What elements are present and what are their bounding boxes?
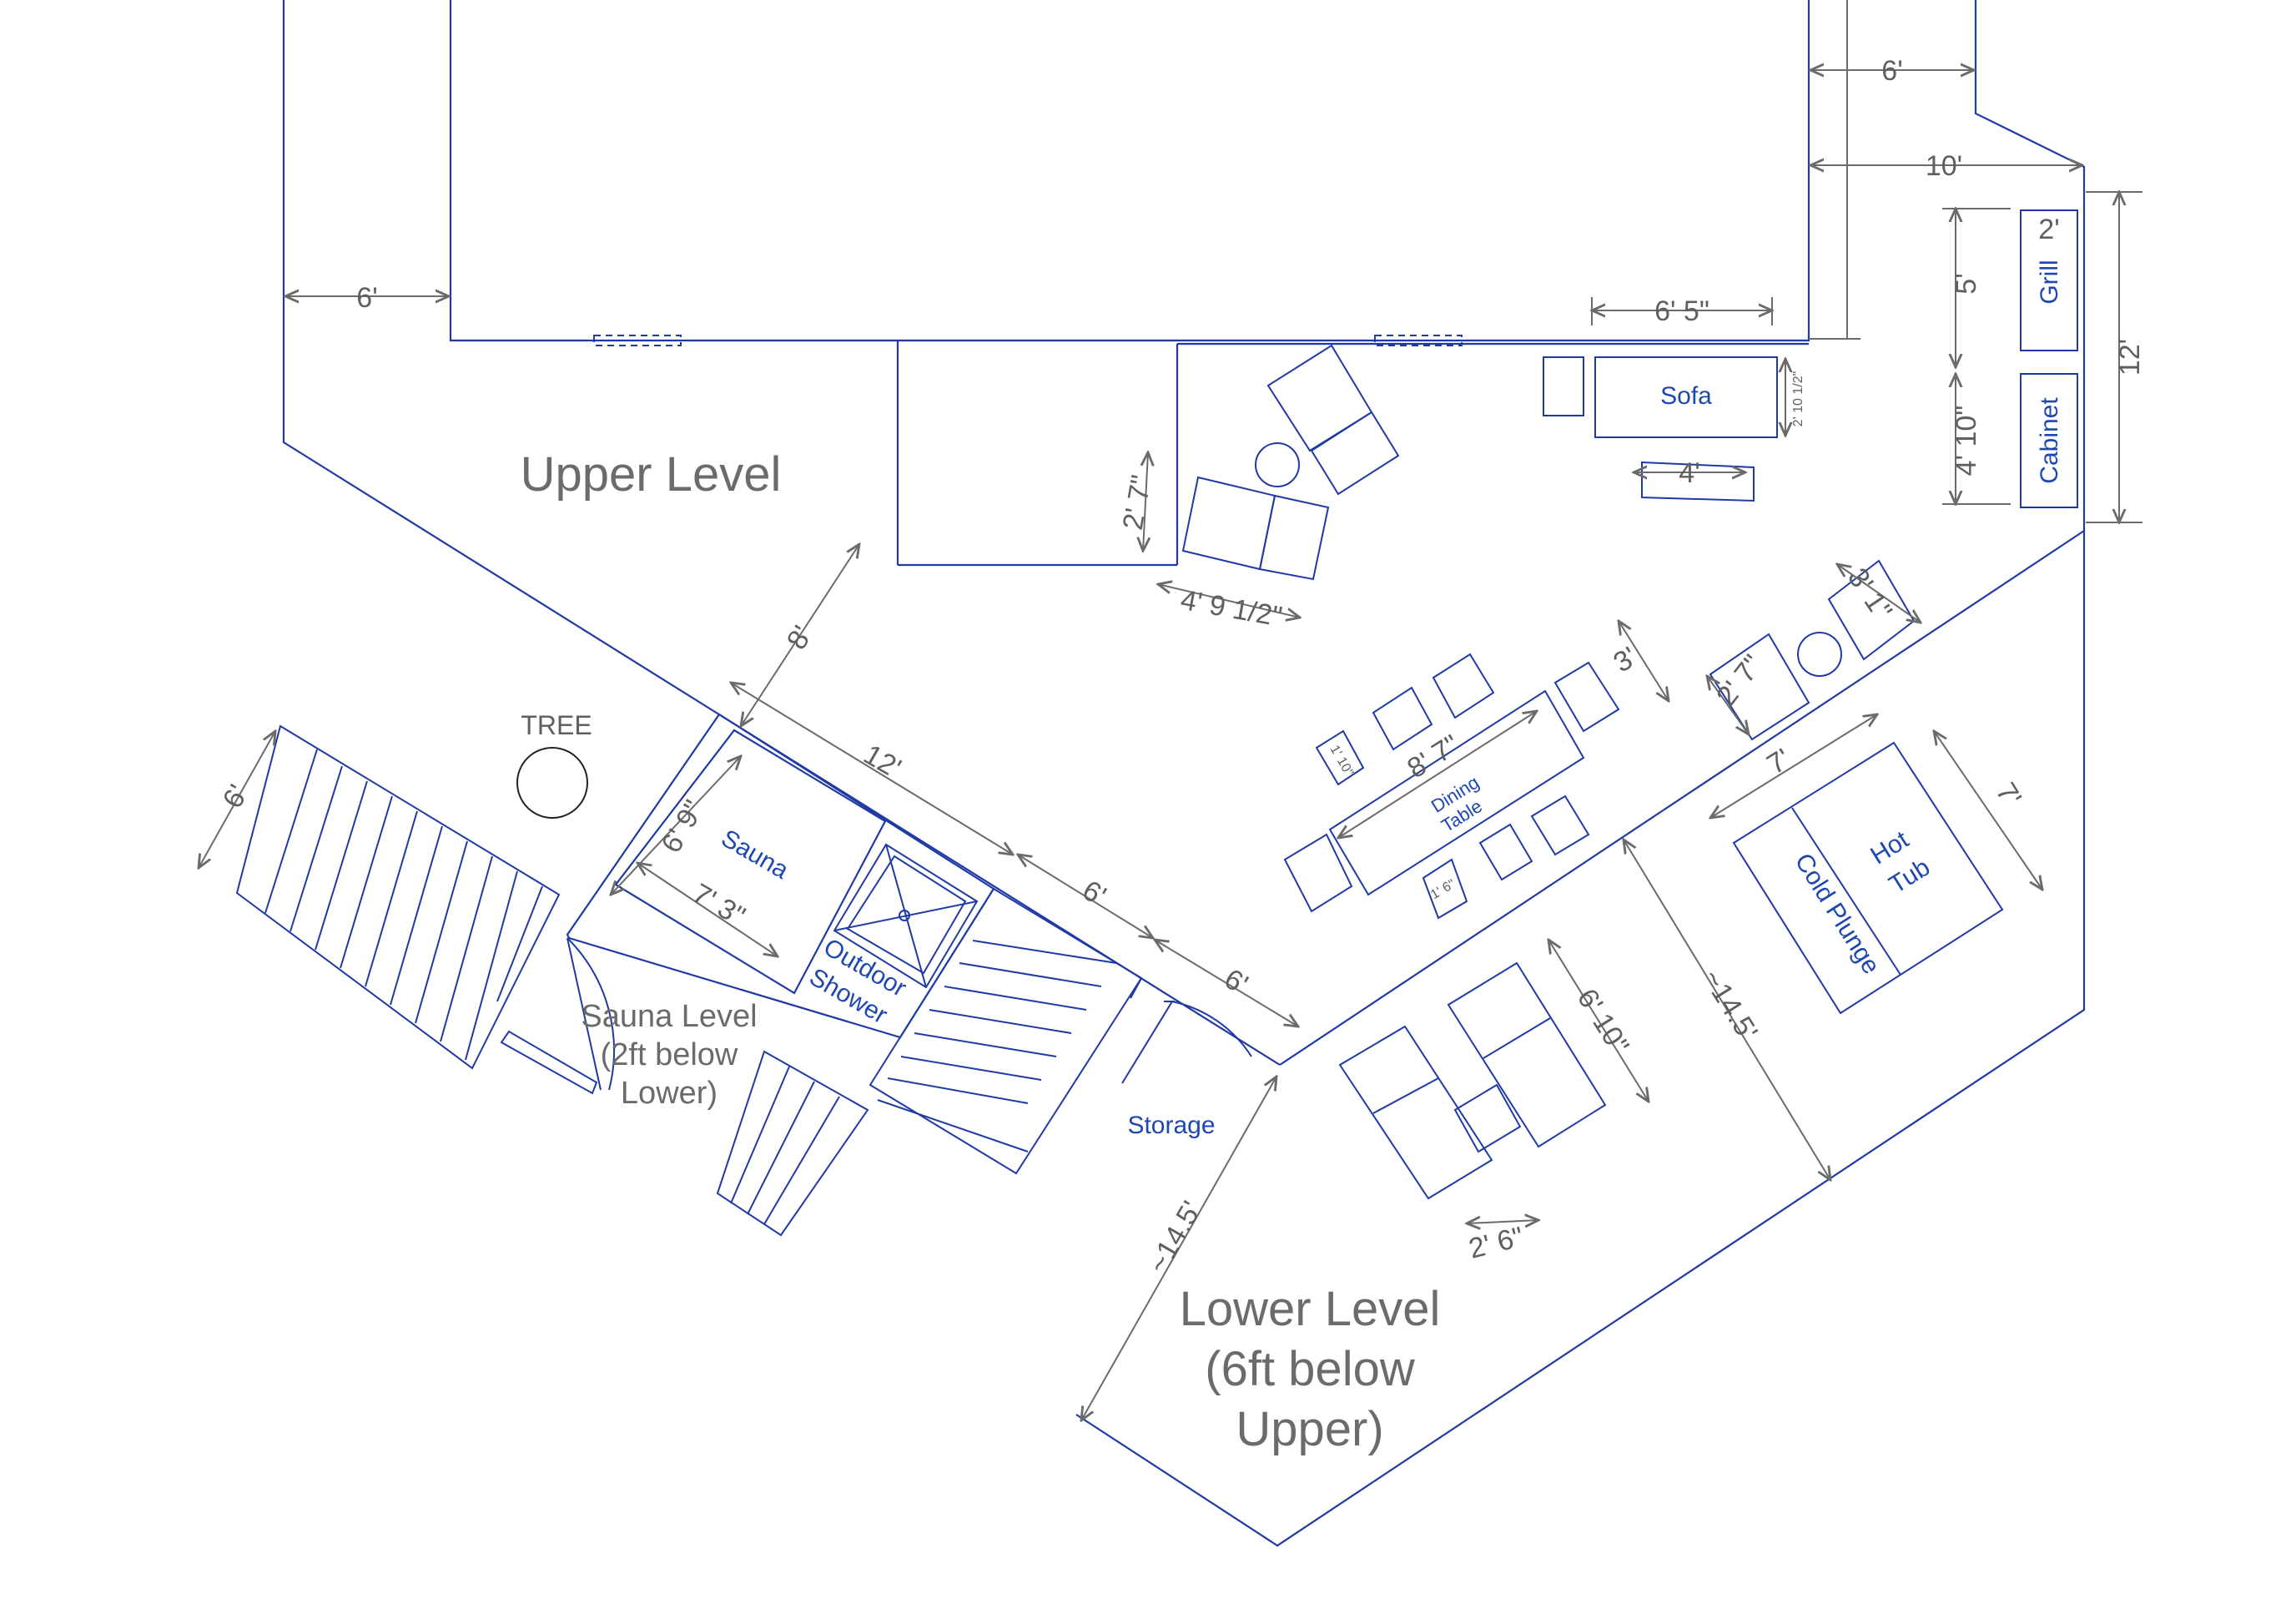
cabinet-label: Cabinet [2036,397,2063,484]
dim-sofa-depth: 2' 10 1/2" [1791,371,1805,427]
lower-level-label-2: (6ft below [1205,1342,1416,1396]
dim-sauna-7-3: 7' 3" [687,878,750,933]
tree [516,747,588,819]
dim-top-6: 6' [1881,55,1902,87]
tree-label: TREE [521,710,592,740]
dim-chair-2-7: 2' 7" [1117,472,1158,532]
dim-shower-6: 6' [1077,875,1111,913]
upper-furniture [1181,209,2078,581]
dim-sofa-width: 6' 5" [1654,295,1709,327]
lower-level-label-1: Lower Level [1180,1282,1441,1336]
dim-lower-14-5: ~14.5' [1142,1196,1208,1279]
sauna-label: Sauna [717,825,793,885]
dim-dining-3: 3' [1608,641,1643,679]
grill-label: Grill [2036,260,2063,304]
dim-left-6: 6' [356,282,377,314]
house-outline [449,0,1810,567]
dim-lounge-2-7: 2' 7" [1710,649,1769,712]
stairs-bottom [716,1050,869,1237]
dim-lounge-3-1: 3' 1" [1841,562,1898,626]
dim-walk-8: 8' [781,620,819,655]
dim-sofa-table: 4' [1679,457,1699,489]
dim-sauna-6-9: 6' 9" [656,794,711,858]
cold-plunge-label: Cold Plunge [1790,849,1886,979]
dim-sauna-12: 12' [858,739,906,784]
dim-right-12: 12' [2114,339,2146,376]
dim-chair-1-6: 1' 6" [1428,877,1458,902]
stairs-center [869,887,1143,1175]
sofa-label: Sofa [1660,382,1712,410]
dim-stairs-6: 6' [217,779,255,814]
sauna-level-label-1: Sauna Level [581,999,757,1034]
dim-lounger-2-6: 2' 6" [1466,1221,1527,1265]
dim-grill-h: 5' [1951,273,1982,294]
dim-tub-7w: 7' [1761,743,1796,781]
upper-level-label: Upper Level [521,447,782,502]
dim-grill-w: 2' [2038,214,2059,245]
sauna-level-label-2: (2ft below [601,1037,738,1072]
dimension-lines [199,0,2142,1420]
dim-chair-4-9: 4' 9 1/2" [1178,584,1284,633]
dim-lounger-6-10: 6' 10" [1571,983,1635,1060]
dim-storage-6: 6' [1219,963,1253,1001]
sauna-level-label-3: Lower) [621,1076,718,1111]
dim-cabinet-h: 4' 10" [1951,406,1982,477]
deck-outline [282,0,2086,1547]
loungers [1338,961,1607,1200]
lower-level-label-3: Upper) [1236,1402,1383,1456]
stairs-left [235,724,615,1095]
dim-top-10: 10' [1926,150,1962,182]
dim-right-14-5: ~14.5' [1696,964,1764,1047]
dim-tub-7h: 7' [1989,777,2027,812]
storage-label: Storage [1127,1112,1215,1139]
